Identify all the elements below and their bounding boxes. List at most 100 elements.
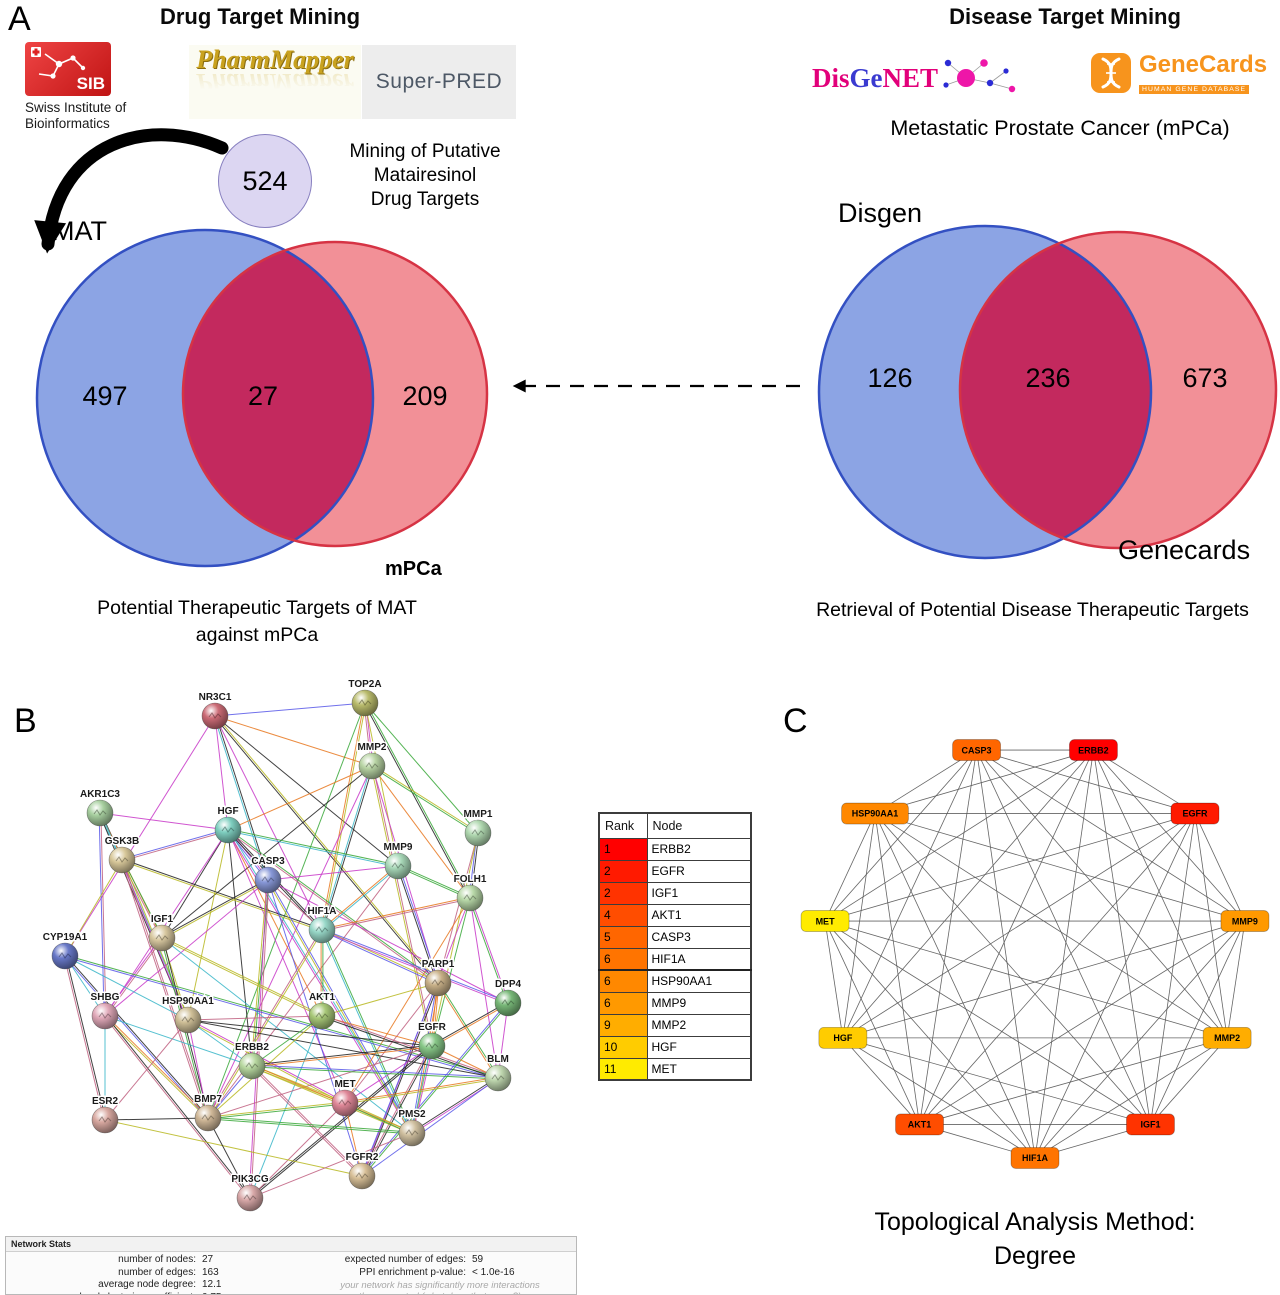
stat-row: PPI enrichment p-value:< 1.0e-16 xyxy=(306,1267,574,1280)
drug-venn-left-count: 497 xyxy=(82,381,128,411)
degree-node-label: ERBB2 xyxy=(1078,745,1109,755)
ppi-edge xyxy=(345,1078,499,1105)
ppi-edge xyxy=(122,858,323,930)
protein-node xyxy=(484,1064,512,1092)
protein-node xyxy=(108,846,136,874)
node-cell: HSP90AA1 xyxy=(646,969,752,993)
disgen-circle-label: Disgen xyxy=(838,198,923,228)
protein-node-label: PARP1 xyxy=(422,959,455,970)
node-cell: ERBB2 xyxy=(646,837,752,861)
stat-row: number of edges:163 xyxy=(6,1267,306,1280)
protein-node xyxy=(464,819,492,847)
degree-edge xyxy=(1034,1037,1228,1159)
degree-edge xyxy=(1034,750,1094,1159)
protein-structure-squiggle xyxy=(338,1099,352,1106)
ppi-edge xyxy=(344,1076,498,1103)
protein-node xyxy=(201,702,229,730)
degree-node xyxy=(1010,1147,1060,1169)
ppi-edge xyxy=(363,703,470,899)
rank-column-header: Rank xyxy=(598,812,648,839)
degree-edge xyxy=(919,749,977,1125)
degree-edge xyxy=(976,749,1228,1039)
ppi-edge xyxy=(122,830,229,862)
degree-edge xyxy=(874,749,1094,814)
drug-caption-line1: Potential Therapeutic Targets of MAT xyxy=(97,597,417,619)
node-cell: MMP2 xyxy=(646,1013,752,1037)
degree-edge xyxy=(824,813,1196,922)
stat-value: 12.1 xyxy=(202,1279,222,1290)
ppi-edge xyxy=(187,829,229,1021)
mining-caption-line2: Matairesinol xyxy=(373,165,477,186)
stat-value: < 1.0e-16 xyxy=(472,1266,515,1278)
degree-node-label: EGFR xyxy=(1182,809,1208,819)
degree-edge xyxy=(824,920,844,1038)
ppi-edge xyxy=(364,702,399,867)
panel-b-label: B xyxy=(14,702,37,740)
ppi-edge xyxy=(360,982,438,1176)
what-does-that-mean-link[interactable]: (what does that mean?) xyxy=(421,1291,521,1294)
degree-edge xyxy=(874,813,1228,1039)
degree-edge xyxy=(842,1037,1151,1125)
ppi-edge xyxy=(252,1046,433,1068)
degree-edge xyxy=(824,813,876,922)
protein-structure-squiggle xyxy=(405,1129,419,1136)
ppi-edge xyxy=(411,1076,498,1133)
stat-label: expected number of edges: xyxy=(344,1254,466,1265)
ppi-edge xyxy=(63,956,105,1121)
disease-venn-caption: Retrieval of Potential Disease Therapeut… xyxy=(816,599,1249,621)
network-dots-icon xyxy=(943,59,1016,93)
ppi-edge xyxy=(344,1045,433,1104)
degree-node-label: IGF1 xyxy=(1140,1120,1160,1130)
ppi-edge xyxy=(432,1003,509,1048)
degree-node-label: MMP9 xyxy=(1232,916,1258,926)
ppi-edge xyxy=(248,879,268,1198)
ppi-edge xyxy=(104,879,269,1017)
drug-venn-overlap-count: 27 xyxy=(247,381,279,411)
sib-text-line2: Bioinformatics xyxy=(25,116,110,131)
degree-edge xyxy=(1194,813,1228,1038)
rank-cell: 6 xyxy=(598,991,648,1015)
node-cell: MMP9 xyxy=(646,991,752,1015)
ppi-edge xyxy=(65,955,210,1118)
protein-node xyxy=(91,1106,119,1134)
drug-caption-line2: against mPCa xyxy=(195,624,319,646)
ppi-edge xyxy=(344,897,471,1104)
protein-structure-squiggle xyxy=(463,894,477,901)
degree-edge xyxy=(1226,920,1246,1038)
ppi-edge xyxy=(251,1066,362,1177)
protein-node xyxy=(424,969,452,997)
degree-edge xyxy=(1034,920,1246,1159)
degree-node-label: MMP2 xyxy=(1214,1033,1240,1043)
protein-node xyxy=(236,1184,264,1212)
ppi-edge xyxy=(104,1117,209,1121)
stat-row: avg. local clustering coefficient:0.75 xyxy=(6,1292,306,1295)
stat-row: expected number of edges:59 xyxy=(306,1254,574,1267)
ppi-edge xyxy=(249,1015,323,1199)
ppi-edge xyxy=(162,936,323,1016)
protein-node xyxy=(351,689,379,717)
degree-edge xyxy=(824,920,1228,1039)
ppi-edge xyxy=(468,898,508,1004)
molecule-structure-icon xyxy=(31,47,86,79)
disgenet-logo: DisGeNET xyxy=(812,55,1026,101)
network-stats-note: your network has significantly more inte… xyxy=(306,1280,574,1294)
drug-venn-right-count: 209 xyxy=(402,381,448,411)
protein-node xyxy=(398,1119,426,1147)
panel-a-label: A xyxy=(8,0,31,38)
panel-c-label: C xyxy=(783,702,808,740)
protein-node xyxy=(174,1006,202,1034)
protein-structure-squiggle xyxy=(315,926,329,933)
degree-edge xyxy=(1150,813,1196,1125)
degree-node-label: CASP3 xyxy=(962,745,992,755)
degree-edge xyxy=(874,813,1151,1125)
stats-note-line2: than expected xyxy=(359,1291,419,1294)
degree-edge xyxy=(842,1037,1036,1159)
degree-edge xyxy=(842,920,1246,1039)
ppi-edge xyxy=(214,702,366,717)
sib-logo-box: SIB xyxy=(25,42,111,96)
rank-cell: 4 xyxy=(598,903,648,927)
genecards-logo: GeneCards HUMAN GENE DATABASE xyxy=(1090,52,1267,96)
stats-note-line1: your network has significantly more inte… xyxy=(340,1280,540,1291)
